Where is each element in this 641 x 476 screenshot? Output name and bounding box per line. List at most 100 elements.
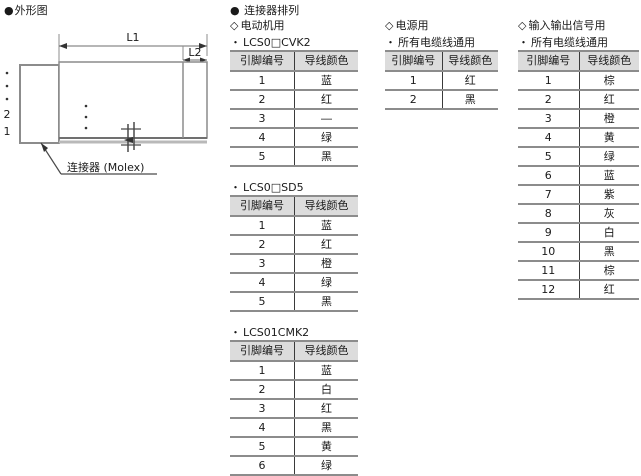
connector-arrangement-section: ● 连接器排列 ◇ 电动机用 ・ LCS0□CVK2 引脚编号 导线颜色 1 蓝 bbox=[230, 3, 641, 476]
table-row: 3 红 bbox=[230, 398, 358, 418]
pin-mark-dot-2 bbox=[5, 84, 9, 88]
table-row: 8 灰 bbox=[518, 203, 639, 223]
cell-color: 红 bbox=[294, 89, 358, 109]
table-row: 10 黑 bbox=[518, 241, 639, 261]
column-header-pin: 引脚编号 bbox=[230, 340, 295, 362]
dimension-label-l2: L2 bbox=[188, 46, 201, 59]
cell-pin: 8 bbox=[518, 203, 580, 223]
pin-number-1: 1 bbox=[4, 125, 11, 138]
table-row: 3 ― bbox=[230, 108, 358, 128]
pin-mark-dot-3 bbox=[5, 97, 9, 101]
group-motor: ◇电动机用 ・LCS0□CVK2 引脚编号 导线颜色 1 蓝 2 红 bbox=[230, 19, 380, 476]
cell-color: 绿 bbox=[579, 146, 639, 166]
cell-color: 蓝 bbox=[294, 360, 358, 380]
table-row: 5 黑 bbox=[230, 291, 358, 312]
cell-color: 黑 bbox=[294, 417, 358, 437]
cell-color: ― bbox=[294, 108, 358, 128]
cell-color: 白 bbox=[579, 222, 639, 242]
cell-pin: 4 bbox=[230, 417, 295, 437]
cell-color: 蓝 bbox=[294, 70, 358, 90]
cell-pin: 1 bbox=[230, 70, 295, 90]
pin-table-cmk2: 引脚编号 导线颜色 1 蓝 2 白 3 红 4 bbox=[230, 340, 358, 476]
table-row: 3 橙 bbox=[230, 253, 358, 273]
table-row: 4 绿 bbox=[230, 272, 358, 292]
cell-pin: 6 bbox=[230, 455, 295, 476]
spacer bbox=[230, 167, 380, 181]
cell-pin: 2 bbox=[230, 89, 295, 109]
cell-pin: 3 bbox=[230, 398, 295, 418]
cell-pin: 2 bbox=[385, 89, 443, 110]
table-row: 4 绿 bbox=[230, 127, 358, 147]
table-row: 1 蓝 bbox=[230, 215, 358, 235]
table-header-row: 引脚编号 导线颜色 bbox=[230, 50, 358, 72]
table-row: 12 红 bbox=[518, 279, 639, 300]
cell-pin: 6 bbox=[518, 165, 580, 185]
table-row: 1 棕 bbox=[518, 70, 639, 90]
mid-dot-icon: ・ bbox=[518, 36, 529, 49]
cell-color: 灰 bbox=[579, 203, 639, 223]
model-label-io-common: ・所有电缆线通用 bbox=[518, 36, 641, 49]
model-label-power-common: ・所有电缆线通用 bbox=[385, 36, 515, 49]
column-header-color: 导线颜色 bbox=[294, 340, 358, 362]
column-header-color: 导线颜色 bbox=[294, 195, 358, 217]
cell-pin: 4 bbox=[230, 272, 295, 292]
table-row: 5 黑 bbox=[230, 146, 358, 167]
inner-pin-dot-1 bbox=[84, 104, 88, 108]
cell-color: 红 bbox=[442, 70, 498, 90]
mid-dot-icon: ・ bbox=[230, 326, 241, 339]
cell-color: 绿 bbox=[294, 272, 358, 292]
cell-color: 绿 bbox=[294, 127, 358, 147]
outline-drawing-svg: L1 L2 2 1 连接器 (M bbox=[4, 31, 208, 175]
cell-pin: 5 bbox=[230, 436, 295, 456]
cell-pin: 5 bbox=[518, 146, 580, 166]
cell-pin: 11 bbox=[518, 260, 580, 280]
callout-label-connector: 连接器 (Molex) bbox=[67, 161, 144, 174]
group-io-heading-label: 输入输出信号用 bbox=[528, 19, 606, 32]
diamond-icon: ◇ bbox=[385, 19, 394, 32]
cell-color: 红 bbox=[579, 279, 639, 300]
table-row: 5 绿 bbox=[518, 146, 639, 166]
table-row: 6 蓝 bbox=[518, 165, 639, 185]
cell-pin: 10 bbox=[518, 241, 580, 261]
table-row: 4 黄 bbox=[518, 127, 639, 147]
break-arrowhead bbox=[124, 137, 133, 143]
cell-pin: 5 bbox=[230, 146, 295, 167]
table-row: 6 绿 bbox=[230, 455, 358, 476]
model-name-sd5: LCS0□SD5 bbox=[243, 181, 304, 194]
cell-color: 黑 bbox=[579, 241, 639, 261]
cell-color: 红 bbox=[294, 398, 358, 418]
cell-color: 橙 bbox=[294, 253, 358, 273]
column-header-color: 导线颜色 bbox=[294, 50, 358, 72]
cell-color: 紫 bbox=[579, 184, 639, 204]
cell-pin: 3 bbox=[230, 253, 295, 273]
group-motor-heading-label: 电动机用 bbox=[240, 19, 285, 32]
table-row: 2 红 bbox=[518, 89, 639, 109]
model-name-cvk2: LCS0□CVK2 bbox=[243, 36, 311, 49]
pin-table-power: 引脚编号 导线颜色 1 红 2 黑 bbox=[385, 50, 498, 110]
arrowhead-l1-left bbox=[59, 43, 67, 49]
arrowhead-l1-right bbox=[199, 43, 207, 49]
table-row: 1 蓝 bbox=[230, 360, 358, 380]
pin-table-sd5: 引脚编号 导线颜色 1 蓝 2 红 3 橙 4 bbox=[230, 195, 358, 312]
column-header-pin: 引脚编号 bbox=[385, 50, 443, 72]
cell-pin: 2 bbox=[230, 379, 295, 399]
model-name-io-common: 所有电缆线通用 bbox=[531, 36, 608, 49]
cell-color: 蓝 bbox=[294, 215, 358, 235]
cell-color: 黄 bbox=[579, 127, 639, 147]
bullet-icon: ● bbox=[4, 4, 14, 17]
cell-pin: 5 bbox=[230, 291, 295, 312]
inner-pin-dot-2 bbox=[84, 115, 88, 119]
pin-table-io: 引脚编号 导线颜色 1 棕 2 红 3 橙 4 bbox=[518, 50, 639, 300]
cell-pin: 9 bbox=[518, 222, 580, 242]
table-row: 2 白 bbox=[230, 379, 358, 399]
table-row: 2 黑 bbox=[385, 89, 498, 110]
cell-pin: 7 bbox=[518, 184, 580, 204]
cell-pin: 2 bbox=[230, 234, 295, 254]
connector-arrangement-title: ● 连接器排列 bbox=[230, 4, 299, 17]
connector-body-rect bbox=[19, 64, 60, 144]
pin-number-2: 2 bbox=[4, 108, 11, 121]
cell-color: 黑 bbox=[294, 291, 358, 312]
mid-dot-icon: ・ bbox=[385, 36, 396, 49]
mid-dot-icon: ・ bbox=[230, 181, 241, 194]
column-header-color: 导线颜色 bbox=[579, 50, 639, 72]
